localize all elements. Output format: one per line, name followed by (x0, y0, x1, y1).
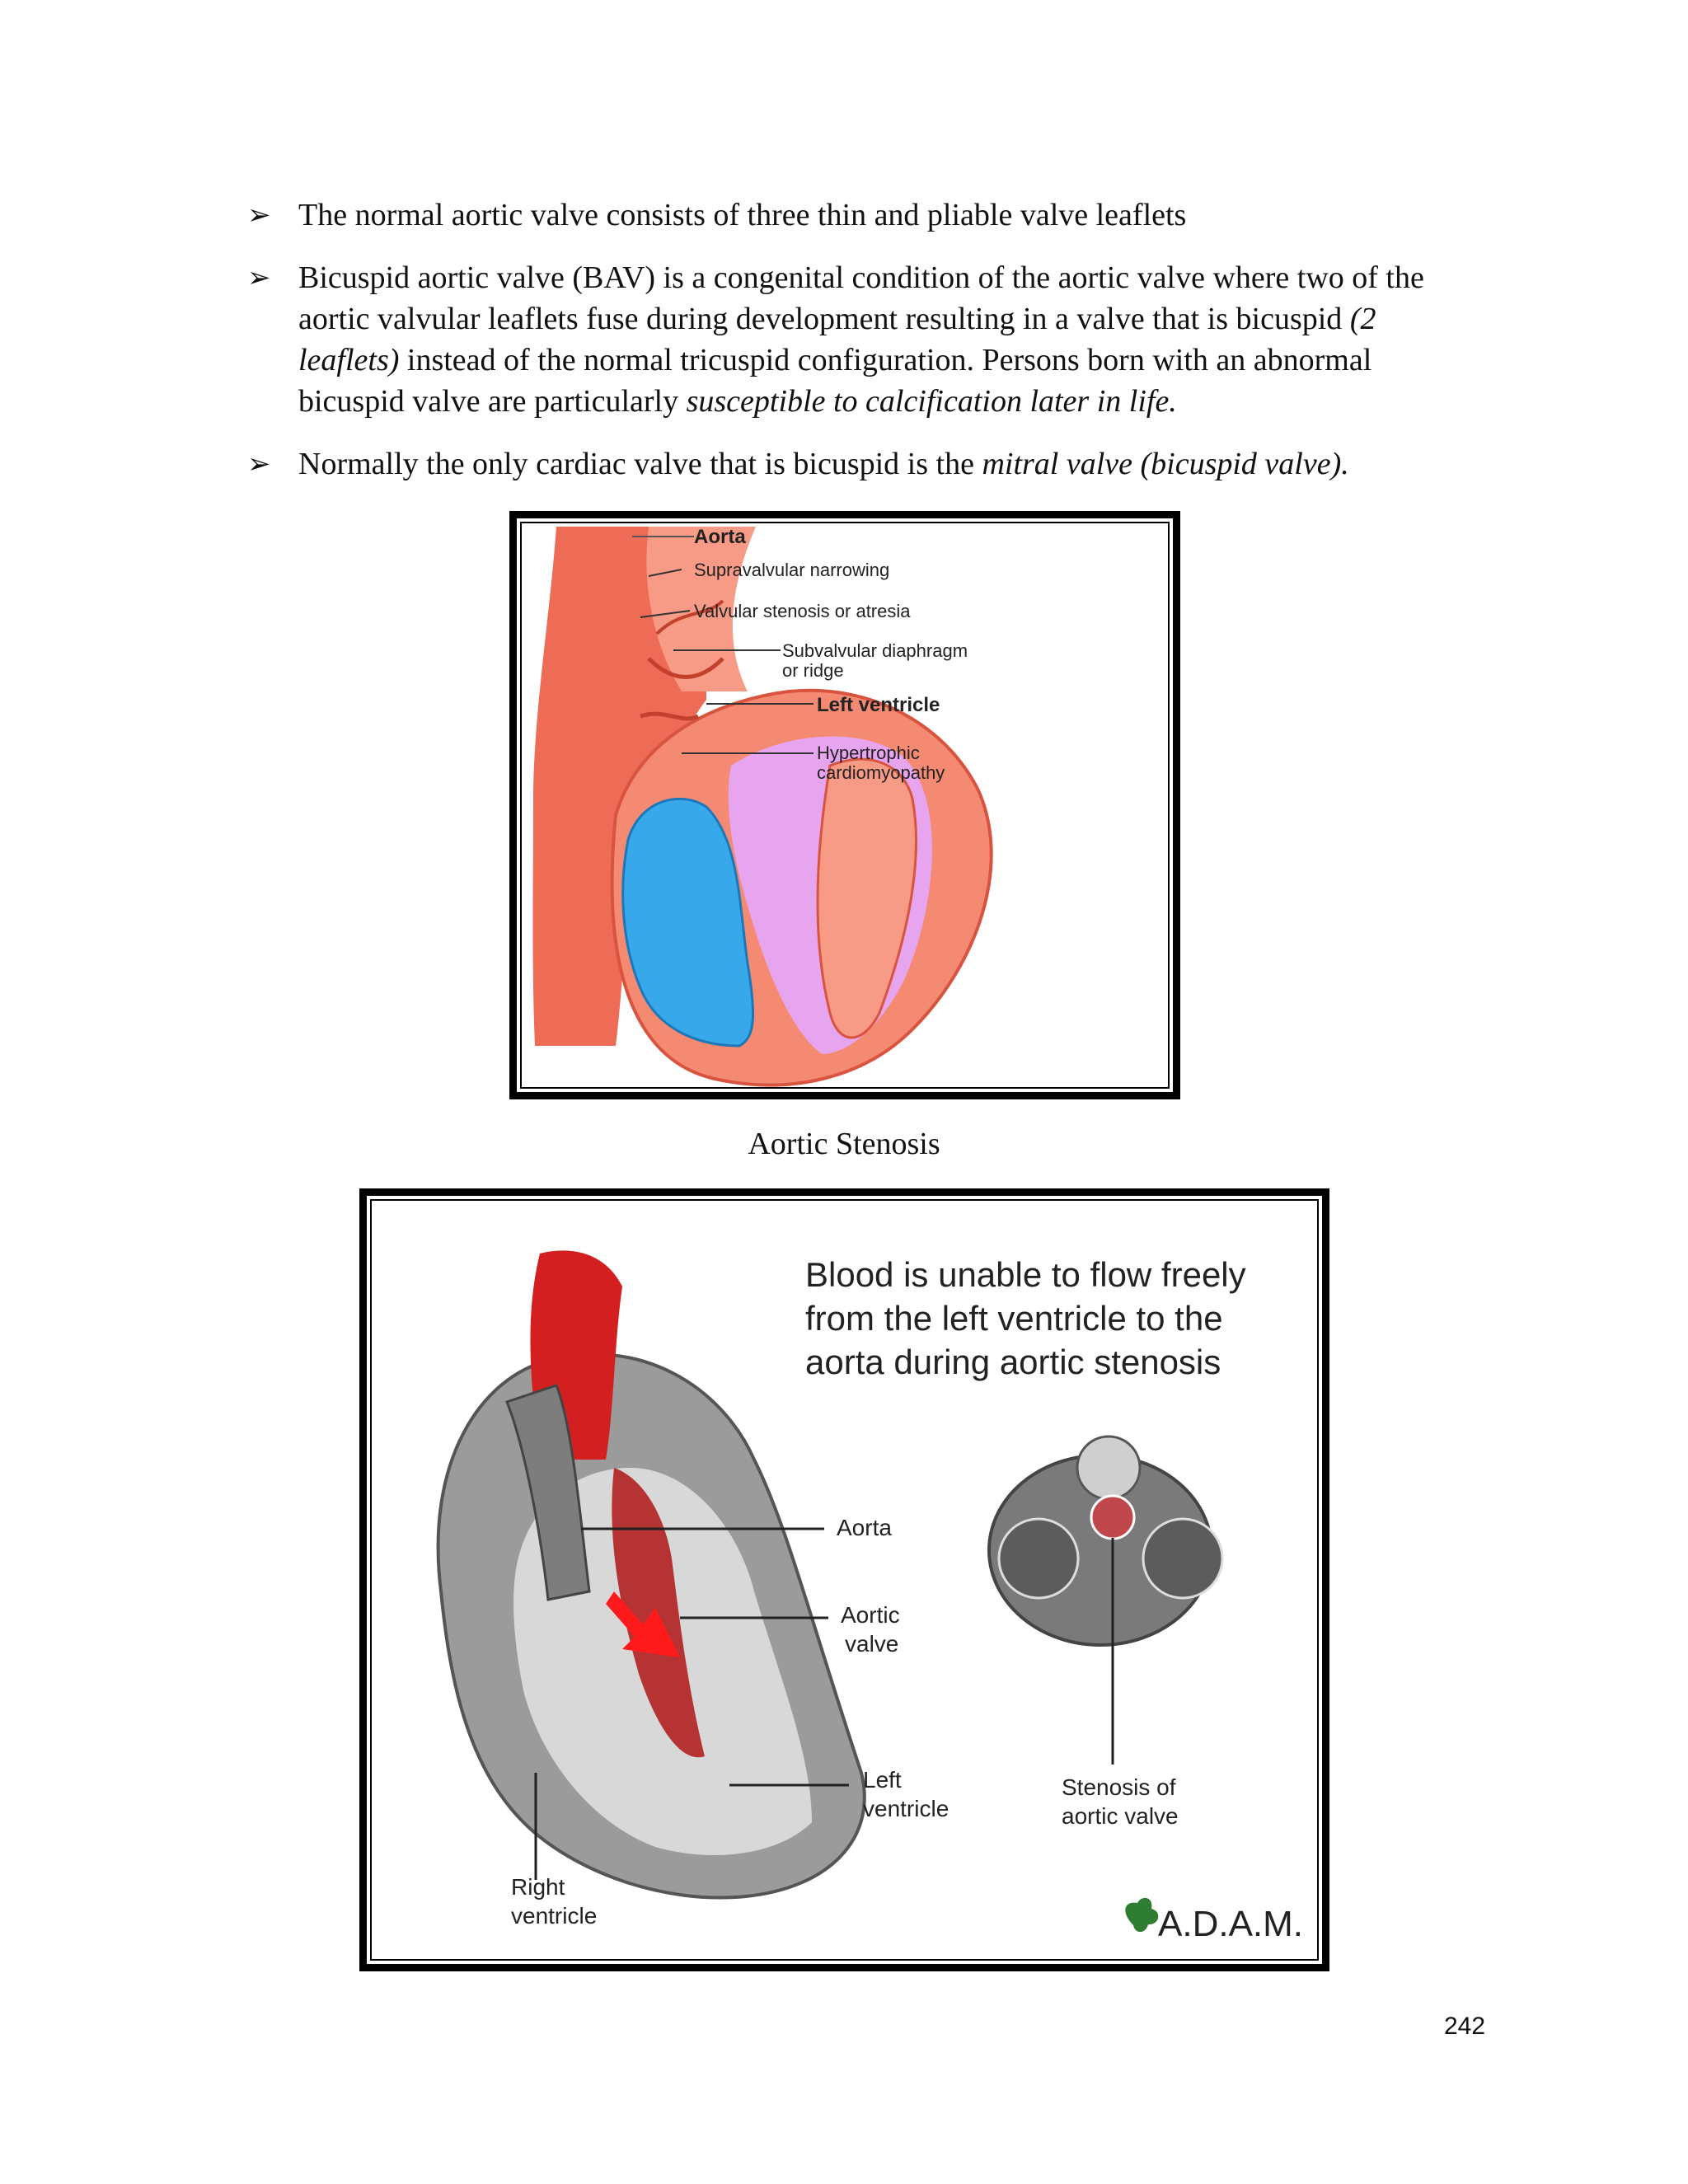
figure-heading-line-2: from the left ventricle to the (805, 1299, 1223, 1338)
label-left-ventricle-2: ventricle (863, 1796, 949, 1821)
adam-logo: A.D.A.M. (1125, 1897, 1303, 1944)
label-hypertrophic-2: cardiomyopathy (817, 762, 945, 783)
label-valvular: Valvular stenosis or atresia (694, 601, 911, 621)
label-subvalvular-1: Subvalvular diaphragm (782, 640, 968, 661)
heart-cross-section-illustration: Blood is unable to flow freely from the … (436, 1250, 1303, 1944)
bullet-item: ➢ Bicuspid aortic valve (BAV) is a congen… (247, 257, 1484, 422)
bullet-text: instead of the normal tricuspid configur… (298, 343, 1372, 419)
label-aortic-valve-2: valve (845, 1631, 898, 1657)
page-number: 242 (1444, 2013, 1486, 2040)
bullet-marker-icon: ➢ (247, 261, 271, 294)
label-stenosis-2: aortic valve (1062, 1803, 1179, 1829)
label-right-ventricle-1: Right (511, 1874, 565, 1900)
bullet-item: ➢ Normally the only cardiac valve that is… (247, 443, 1484, 485)
bullet-text: Normally the only cardiac valve that is … (298, 447, 982, 481)
figure-heading-line-1: Blood is unable to flow freely (805, 1255, 1246, 1294)
bullet-item: ➢ The normal aortic valve consists of thr… (247, 194, 1484, 236)
label-stenosis-1: Stenosis of (1062, 1774, 1176, 1800)
figure-aortic-stenosis-flow: Blood is unable to flow freely from the … (359, 1188, 1329, 1971)
bullet-text-italic: (2 leaflets) (298, 302, 1376, 377)
bullet-marker-icon: ➢ (247, 199, 271, 232)
label-supravalvular: Supravalvular narrowing (694, 560, 889, 580)
label-right-ventricle-2: ventricle (511, 1903, 597, 1929)
bullet-text-italic: susceptible to calcification later in li… (686, 384, 1177, 419)
bullet-text-italic: mitral valve (bicuspid valve). (982, 447, 1349, 481)
bullet-text: Bicuspid aortic valve (BAV) is a congeni… (298, 260, 1424, 336)
label-aortic-valve-1: Aortic (841, 1602, 900, 1628)
adam-logo-text: A.D.A.M. (1158, 1904, 1303, 1944)
figure-aortic-stenosis-diagram: Aorta Supravalvular narrowing Valvular s… (509, 511, 1180, 1099)
label-hypertrophic-1: Hypertrophic (817, 743, 920, 763)
bullet-marker-icon: ➢ (247, 448, 271, 480)
label-left-ventricle: Left ventricle (817, 694, 940, 716)
label-subvalvular-2: or ridge (782, 660, 844, 681)
figure-inner-border (370, 1199, 1319, 1961)
heart-diagram-illustration: Aorta Supravalvular narrowing Valvular s… (532, 526, 993, 1087)
label-aorta: Aorta (837, 1515, 892, 1540)
label-left-ventricle-1: Left (863, 1767, 902, 1793)
figure-caption: Aortic Stenosis (748, 1127, 940, 1161)
bullet-text: The normal aortic valve consists of thre… (298, 198, 1187, 232)
figure-inner-border (520, 522, 1170, 1089)
label-aorta: Aorta (694, 526, 746, 548)
bullet-list: ➢ The normal aortic valve consists of thr… (247, 194, 1484, 506)
figure-heading-line-3: aorta during aortic stenosis (805, 1343, 1221, 1381)
